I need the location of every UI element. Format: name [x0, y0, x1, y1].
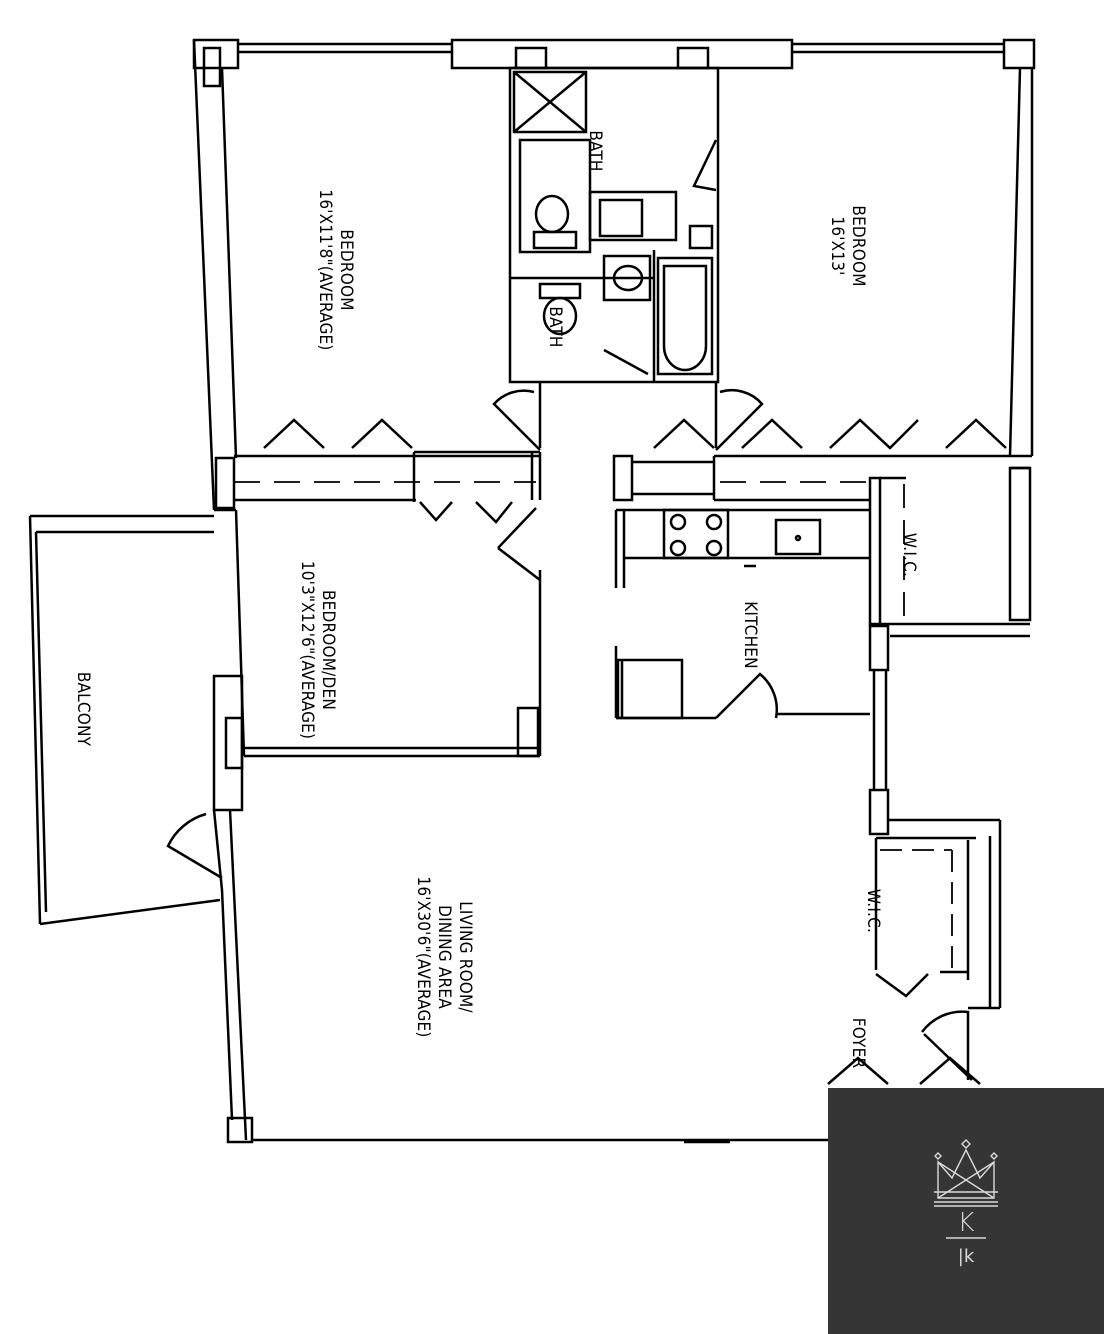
- living-walls: [166, 809, 828, 1144]
- label-kitchen: KITCHEN: [740, 601, 760, 669]
- wic-2-walls: [827, 818, 1002, 1085]
- top-exterior-wall: [192, 38, 1036, 70]
- kitchen-walls: [614, 508, 890, 836]
- logo-letter: K: [957, 1208, 975, 1238]
- right-exterior-wall: [1008, 67, 1034, 458]
- hall-doors: [492, 382, 764, 451]
- den-walls: [212, 509, 542, 812]
- bedroom-lower-walls: [234, 450, 1010, 502]
- brand-logo: K |k: [828, 1088, 1104, 1334]
- label-wic-1: W.I.C.: [899, 532, 919, 578]
- bath-block: [508, 66, 720, 384]
- left-exterior-wall: [192, 39, 238, 512]
- label-foyer: FOYER: [848, 1017, 868, 1069]
- label-bath-1: BATH: [585, 130, 605, 172]
- logo-subletter: |k: [957, 1246, 975, 1267]
- balcony-outline: [28, 514, 221, 926]
- wic-1-walls: [868, 466, 1032, 638]
- label-wic-2: W.I.C.: [863, 888, 883, 934]
- closet-doors: [263, 418, 1007, 581]
- label-balcony: BALCONY: [73, 671, 93, 747]
- crown-icon: [934, 1139, 998, 1239]
- label-bath-2: BATH: [545, 306, 565, 348]
